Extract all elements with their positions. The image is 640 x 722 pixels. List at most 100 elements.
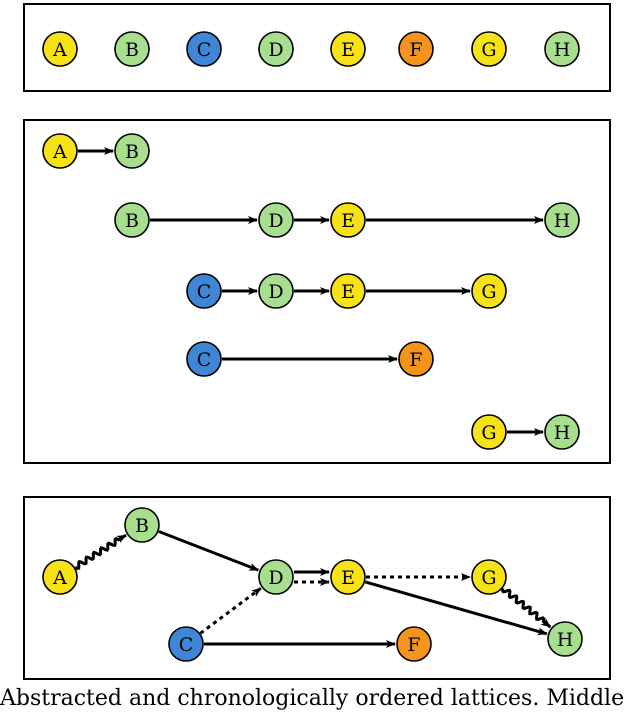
node-circle xyxy=(258,202,294,238)
node-circle xyxy=(471,414,507,450)
top-node-f: F xyxy=(398,31,434,67)
bottom-panel-edges xyxy=(74,530,552,648)
node-label: D xyxy=(268,567,283,589)
middle-row2-node-b: B xyxy=(114,202,150,238)
node-label: A xyxy=(52,567,67,589)
node-circle xyxy=(186,341,222,377)
bottom-panel xyxy=(23,496,611,680)
node-circle xyxy=(544,414,580,450)
bottom-node-f: F xyxy=(396,626,432,662)
top-node-e: E xyxy=(330,31,366,67)
node-label: F xyxy=(409,39,422,61)
node-circle xyxy=(398,341,434,377)
top-panel xyxy=(23,3,611,92)
node-circle xyxy=(258,31,294,67)
node-label: E xyxy=(341,281,355,303)
middle-panel-nodes: A B B D E H C D E G C F G H xyxy=(42,133,580,450)
node-label: H xyxy=(557,629,574,651)
node-label: D xyxy=(268,281,283,303)
middle-row3-node-c: C xyxy=(186,273,222,309)
node-label: G xyxy=(481,281,496,303)
middle-row2-node-h: H xyxy=(544,202,580,238)
middle-row4-node-c: C xyxy=(186,341,222,377)
node-label: A xyxy=(52,39,67,61)
middle-row2-node-d: D xyxy=(258,202,294,238)
bottom-edge-a-b-wavy xyxy=(74,533,127,570)
top-node-b: B xyxy=(114,31,150,67)
bottom-node-b: B xyxy=(124,507,160,543)
node-label: C xyxy=(179,634,194,656)
node-label: B xyxy=(135,515,149,537)
node-label: E xyxy=(341,567,355,589)
node-circle xyxy=(258,559,294,595)
node-label: C xyxy=(197,39,212,61)
node-label: C xyxy=(197,281,212,303)
node-circle xyxy=(471,559,507,595)
bottom-node-e: E xyxy=(330,559,366,595)
bottom-node-a: A xyxy=(42,559,78,595)
top-node-c: C xyxy=(186,31,222,67)
node-circle xyxy=(471,31,507,67)
node-label: A xyxy=(52,141,67,163)
bottom-node-h: H xyxy=(547,621,583,657)
top-node-d: D xyxy=(258,31,294,67)
node-circle xyxy=(42,133,78,169)
node-circle xyxy=(330,31,366,67)
node-label: D xyxy=(268,210,283,232)
node-label: G xyxy=(481,567,496,589)
middle-row1-node-b: B xyxy=(114,133,150,169)
node-label: E xyxy=(341,210,355,232)
node-circle xyxy=(547,621,583,657)
bottom-node-g: G xyxy=(471,559,507,595)
figure-canvas: A B C D E F G H A B B D E H C D E G C F G H A B C D E F G H xyxy=(23,3,611,680)
top-node-a: A xyxy=(42,31,78,67)
node-label: B xyxy=(125,39,139,61)
node-circle xyxy=(42,31,78,67)
middle-row2-node-e: E xyxy=(330,202,366,238)
bottom-panel-nodes: A B C D E F G H xyxy=(42,507,583,662)
bottom-node-d: D xyxy=(258,559,294,595)
middle-row5-node-h: H xyxy=(544,414,580,450)
bottom-edge-e-h-solid xyxy=(364,580,548,636)
middle-row1-node-a: A xyxy=(42,133,78,169)
node-label: D xyxy=(268,39,283,61)
middle-row3-node-g: G xyxy=(471,273,507,309)
node-circle xyxy=(186,31,222,67)
middle-row3-node-e: E xyxy=(330,273,366,309)
node-circle xyxy=(186,273,222,309)
node-circle xyxy=(544,31,580,67)
node-label: H xyxy=(554,210,571,232)
middle-panel-edges xyxy=(78,147,544,436)
middle-row4-node-f: F xyxy=(398,341,434,377)
bottom-node-c: C xyxy=(168,626,204,662)
node-label: B xyxy=(125,210,139,232)
node-label: F xyxy=(407,634,420,656)
node-circle xyxy=(114,133,150,169)
node-circle xyxy=(471,273,507,309)
node-label: F xyxy=(409,349,422,371)
top-node-h: H xyxy=(544,31,580,67)
node-label: G xyxy=(481,39,496,61)
node-circle xyxy=(330,202,366,238)
top-node-g: G xyxy=(471,31,507,67)
node-circle xyxy=(398,31,434,67)
middle-row3-node-d: D xyxy=(258,273,294,309)
node-circle xyxy=(544,202,580,238)
node-circle xyxy=(114,31,150,67)
bottom-edge-g-h-wavy xyxy=(501,588,552,629)
node-circle xyxy=(114,202,150,238)
node-circle xyxy=(124,507,160,543)
middle-row5-node-g: G xyxy=(471,414,507,450)
node-label: E xyxy=(341,39,355,61)
figure-caption: Abstracted and chronologically ordered l… xyxy=(0,686,625,711)
node-label: H xyxy=(554,39,571,61)
top-panel-nodes: A B C D E F G H xyxy=(42,31,580,67)
node-circle xyxy=(168,626,204,662)
node-circle xyxy=(396,626,432,662)
node-label: C xyxy=(197,349,212,371)
node-circle xyxy=(42,559,78,595)
node-circle xyxy=(258,273,294,309)
node-circle xyxy=(330,559,366,595)
node-circle xyxy=(330,273,366,309)
node-label: H xyxy=(554,422,571,444)
